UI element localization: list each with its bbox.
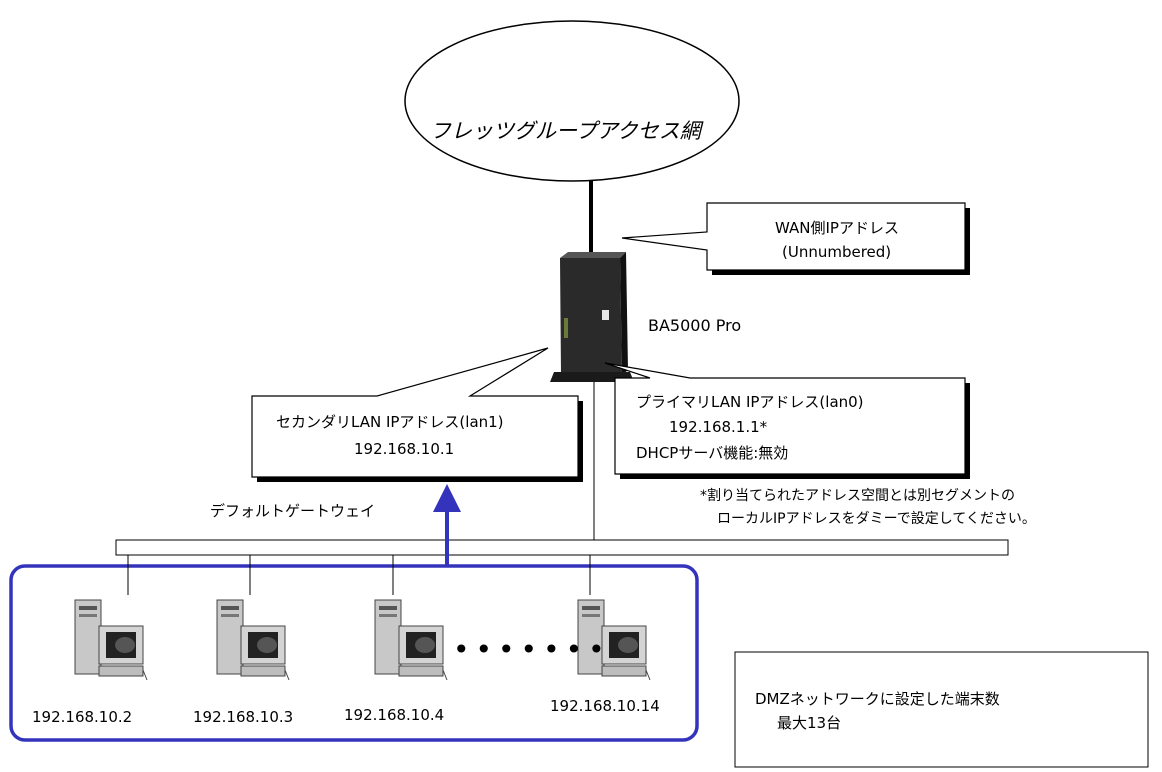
secondary-lan-line1: セカンダリLAN IPアドレス(lan1) [276,413,504,431]
lan-bus [115,539,1009,556]
dmz-info-line1: DMZネットワークに設定した端末数 [755,690,1000,708]
footnote-line2: ローカルIPアドレスをダミーで設定してください。 [717,511,1036,527]
ellipsis-dots: ••••••• [453,633,611,666]
default-gateway-arrow [433,484,461,566]
wan-callout-line2: (Unnumbered) [782,243,892,261]
terminal-ip-1: 192.168.10.2 [32,708,133,726]
computer-icon [74,599,148,681]
footnote-line1: *割り当てられたアドレス空間とは別セグメントの [700,488,1015,504]
network-name: フレッツグループアクセス網 [430,119,701,143]
computer-icon [577,599,651,681]
secondary-lan-line2: 192.168.10.1 [354,440,455,458]
router-model-label: BA5000 Pro [648,316,742,335]
dmz-info-box [734,651,1149,768]
terminal-ip-2: 192.168.10.3 [193,708,294,726]
router-device [550,252,634,382]
wan-callout-line1: WAN側IPアドレス [775,219,899,237]
computer-icon [216,599,290,681]
default-gateway-label: デフォルトゲートウェイ [210,502,376,520]
primary-lan-line3: DHCPサーバ機能:無効 [636,444,789,462]
dmz-info-line2: 最大13台 [777,714,842,732]
network-cloud [404,20,740,182]
terminal-ip-3: 192.168.10.4 [344,706,445,724]
primary-lan-line1: プライマリLAN IPアドレス(lan0) [636,393,864,411]
dmz-group-outline [9,564,699,742]
terminal-ip-4: 192.168.10.14 [550,697,660,715]
primary-lan-line2: 192.168.1.1* [669,418,768,436]
computer-icon [374,599,448,681]
